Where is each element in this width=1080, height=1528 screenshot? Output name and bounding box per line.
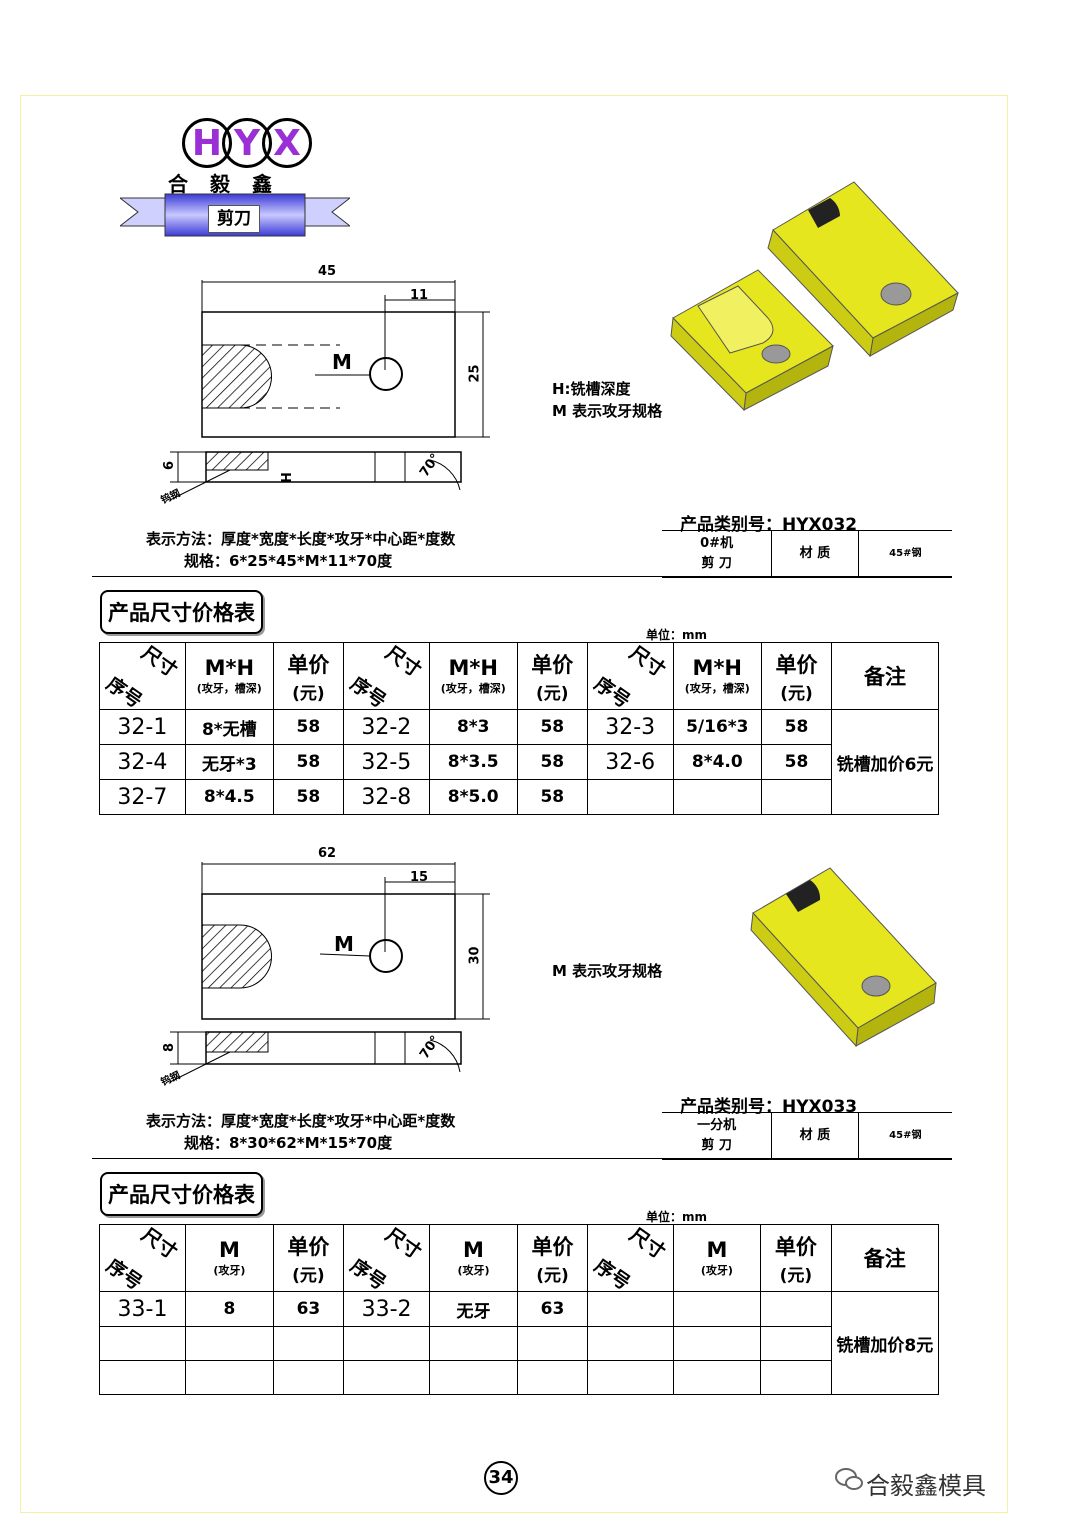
machine-cell: 0#机 剪 刀 (662, 531, 773, 577)
col-header: M(攻牙) (429, 1224, 518, 1292)
remark-cell: 铣槽加价8元 (830, 1291, 940, 1395)
col-header: M*H(攻牙，槽深) (184, 642, 274, 710)
spec-box-1: 0#机 剪 刀 材 质 45#钢 (662, 530, 952, 578)
price-header: 单价(元) (272, 642, 344, 710)
col-header: M(攻牙) (185, 1224, 274, 1292)
dim-length: 45 (318, 264, 337, 279)
dim-hole-offset: 11 (410, 288, 429, 303)
table-row (98, 1360, 939, 1395)
unit-label-2: 单位：mm (646, 1210, 708, 1224)
logo-letter-x: X (262, 118, 312, 168)
method-text-1: 表示方法：厚度*宽度*长度*攻牙*中心距*度数 (146, 530, 456, 548)
remark-header: 备注 (831, 642, 939, 710)
diag-header: 尺寸序号 (587, 1224, 674, 1295)
price-header: 单价(元) (516, 1224, 589, 1292)
remark-cell: 铣槽加价6元 (831, 709, 939, 815)
material-label: 材 质 (772, 1113, 859, 1159)
remark-header: 备注 (830, 1224, 940, 1292)
drawing-hyx032 (169, 280, 490, 501)
col-header: M*H(攻牙，槽深) (428, 642, 518, 710)
diag-header: 尺寸序号 (342, 642, 430, 713)
wechat-icon (835, 1468, 863, 1490)
watermark-text: 合毅鑫模具 (866, 1472, 986, 1500)
unit-label-1: 单位：mm (646, 628, 708, 642)
machine-label: 一分机 (697, 1118, 737, 1133)
item-name: 剪 刀 (701, 556, 732, 571)
table-row (98, 1326, 939, 1361)
part-3d-hyx033 (750, 867, 937, 1048)
category-tag: 剪刀 (208, 205, 260, 233)
page-number: 34 (484, 1461, 518, 1495)
note-m-tap: M 表示攻牙规格 (552, 402, 663, 420)
table-title-2: 产品尺寸价格表 (100, 1172, 263, 1216)
machine-cell: 一分机 剪 刀 (662, 1113, 773, 1159)
price-header: 单价(元) (760, 1224, 832, 1292)
diag-header: 尺寸序号 (98, 1224, 187, 1295)
depth-mark: H (279, 472, 295, 483)
dim-width: 25 (467, 364, 483, 383)
spec-text-1: 规格：6*25*45*M*11*70度 (184, 552, 393, 570)
hyx-logo: H Y X (182, 118, 312, 168)
note-h-depth: H:铣槽深度 (552, 380, 631, 398)
dim-thickness: 8 (162, 1042, 178, 1053)
dim-hole-offset: 15 (410, 870, 429, 885)
material-value: 45#钢 (889, 1130, 922, 1141)
material-label: 材 质 (772, 531, 859, 577)
method-text-2: 表示方法：厚度*宽度*长度*攻牙*中心距*度数 (146, 1112, 456, 1130)
price-header: 单价(元) (760, 642, 833, 710)
page-frame (20, 95, 1008, 1513)
col-header: M*H(攻牙，槽深) (672, 642, 762, 710)
brand-chinese-name: 合毅鑫 (168, 172, 294, 196)
col-header: M(攻牙) (672, 1224, 762, 1292)
part-3d-hyx032 (670, 181, 959, 412)
note-m-tap: M 表示攻牙规格 (552, 962, 663, 980)
diag-header: 尺寸序号 (586, 642, 674, 713)
divider-1 (92, 576, 952, 577)
tap-mark: M (332, 350, 352, 374)
dim-length: 62 (318, 846, 337, 861)
dim-width: 30 (467, 946, 483, 965)
item-name: 剪 刀 (701, 1138, 732, 1153)
diag-header: 尺寸序号 (99, 642, 186, 713)
price-table-1: 尺寸序号 M*H(攻牙，槽深) 单价(元) 尺寸序号 M*H(攻牙，槽深) 单价… (99, 642, 939, 815)
machine-label: 0#机 (700, 536, 734, 551)
price-header: 单价(元) (516, 642, 588, 710)
table-title-1: 产品尺寸价格表 (100, 590, 263, 634)
spec-box-2: 一分机 剪 刀 材 质 45#钢 (662, 1112, 952, 1160)
diag-header: 尺寸序号 (343, 1224, 431, 1295)
spec-text-2: 规格：8*30*62*M*15*70度 (184, 1134, 393, 1152)
price-header: 单价(元) (272, 1224, 345, 1292)
material-value: 45#钢 (889, 548, 922, 559)
price-table-2: 尺寸序号 M(攻牙) 单价(元) 尺寸序号 M(攻牙) 单价(元) 尺寸序号 M… (98, 1224, 940, 1395)
tap-mark: M (334, 932, 354, 956)
divider-2 (92, 1158, 952, 1159)
dim-thickness: 6 (162, 460, 178, 471)
drawing-hyx033 (169, 862, 490, 1083)
